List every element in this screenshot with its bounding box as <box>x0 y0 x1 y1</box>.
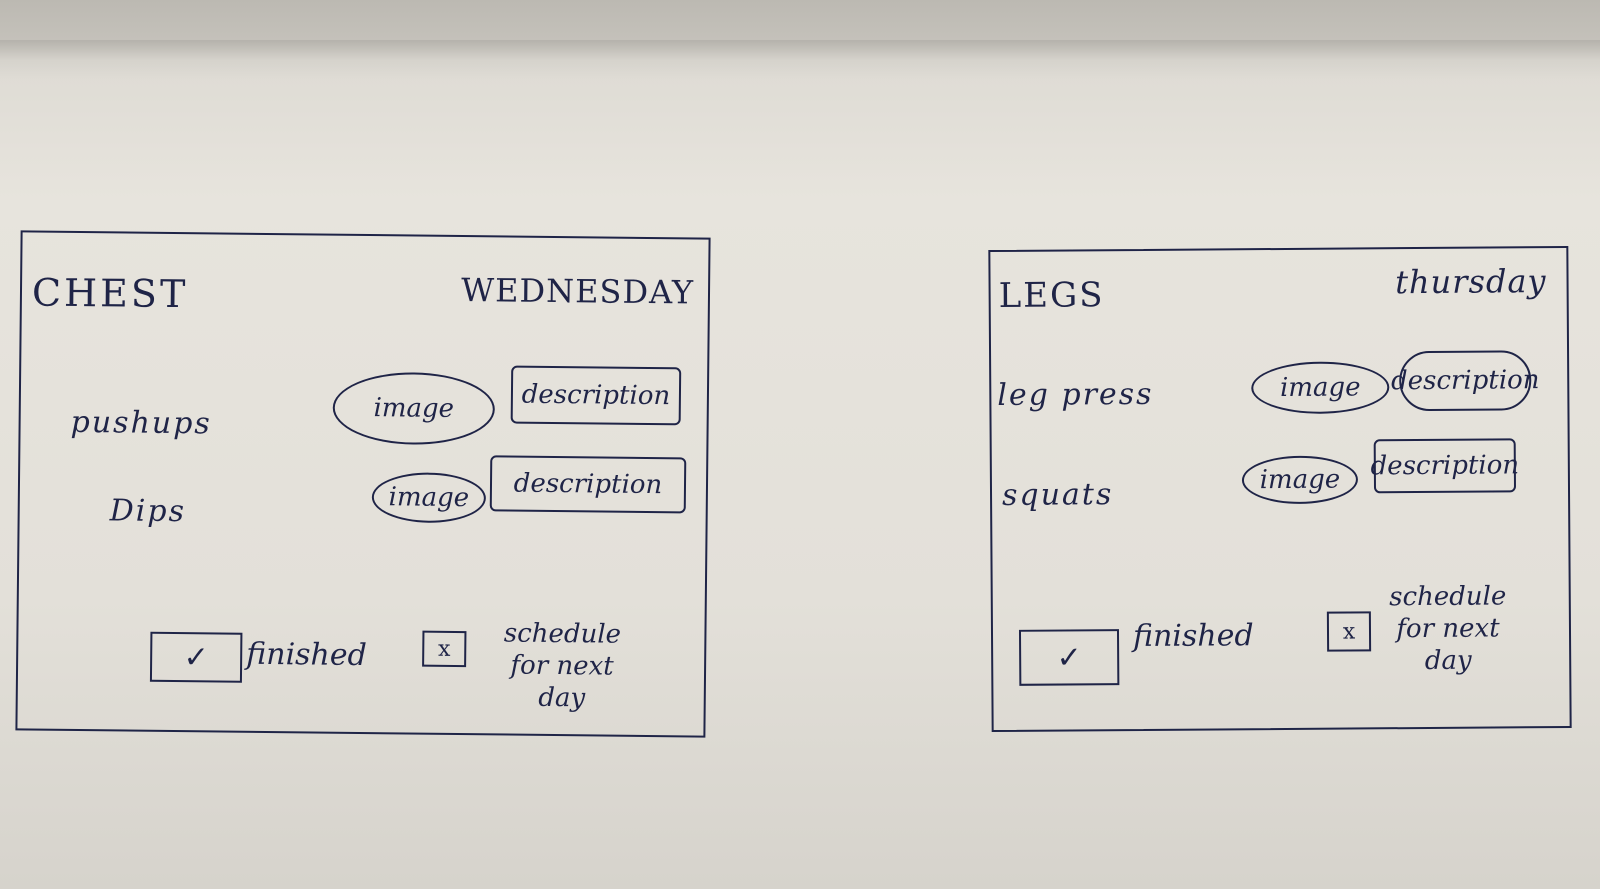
schedule-next-day-label: schedule for next day <box>472 617 653 715</box>
schedule-line-2: for next <box>510 650 614 682</box>
exercise-name-squats: squats <box>1001 477 1114 513</box>
schedule-line-2: for next <box>1396 613 1500 645</box>
schedule-line-3: day <box>1424 645 1472 676</box>
description-button-dips[interactable]: description <box>489 455 687 514</box>
schedule-next-day-checkbox[interactable]: x <box>422 630 467 668</box>
paper-edge-shadow <box>0 40 1600 80</box>
description-button-squats[interactable]: description <box>1371 438 1519 494</box>
schedule-line-3: day <box>538 682 586 714</box>
image-button-dips[interactable]: image <box>371 472 487 524</box>
finished-checkbox[interactable]: ✓ <box>1018 629 1120 686</box>
muscle-group-title: LEGS <box>998 275 1105 316</box>
finished-label: finished <box>246 636 367 674</box>
finished-checkbox[interactable]: ✓ <box>149 631 243 683</box>
x-mark-icon: x <box>437 636 451 662</box>
exercise-name-leg-press: leg press <box>997 376 1154 413</box>
schedule-next-day-label: schedule for next day <box>1373 580 1524 677</box>
day-label: thursday <box>1394 262 1547 302</box>
description-button-pushups[interactable]: description <box>510 365 682 426</box>
workout-card-legs: LEGS thursday leg press image descriptio… <box>988 245 1572 733</box>
image-button-leg-press[interactable]: image <box>1251 361 1390 415</box>
image-button-squats[interactable]: image <box>1241 455 1359 505</box>
checkmark-icon: ✓ <box>1056 639 1082 676</box>
exercise-name-pushups: pushups <box>70 404 212 442</box>
image-button-pushups[interactable]: image <box>332 371 496 446</box>
workout-card-chest: CHEST WEDNESDAY pushups image descriptio… <box>15 230 711 738</box>
schedule-next-day-checkbox[interactable]: x <box>1326 611 1372 652</box>
checkmark-icon: ✓ <box>183 639 209 675</box>
finished-label: finished <box>1132 618 1254 655</box>
day-label: WEDNESDAY <box>461 271 695 312</box>
schedule-line-1: schedule <box>1389 581 1507 613</box>
x-mark-icon: x <box>1342 618 1356 645</box>
exercise-name-dips: Dips <box>109 493 187 530</box>
schedule-line-1: schedule <box>503 618 622 650</box>
muscle-group-title: CHEST <box>31 270 189 317</box>
description-button-leg-press[interactable]: description <box>1391 350 1540 412</box>
